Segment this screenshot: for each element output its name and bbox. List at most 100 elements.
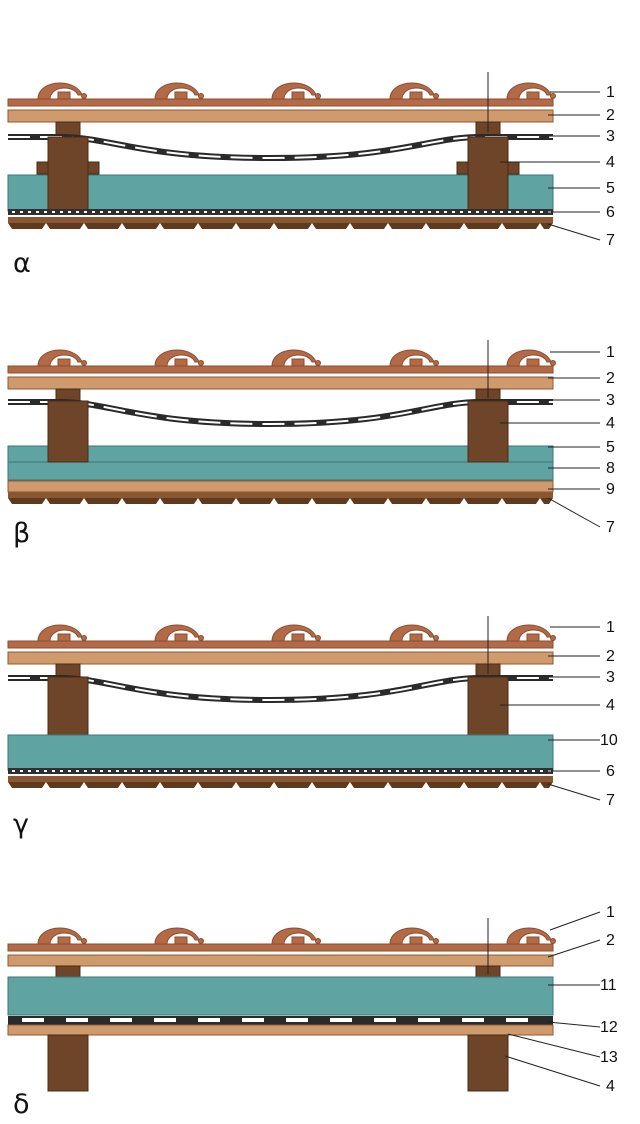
callout-label: 7 [606, 792, 615, 809]
ceiling-board [502, 782, 540, 788]
callout-label: 3 [606, 669, 615, 686]
roof-tiles [7, 624, 556, 649]
leader-line [549, 911, 601, 931]
panel-letter: γ [13, 809, 29, 840]
vapour-dot [196, 770, 199, 772]
ceiling-boards [8, 217, 553, 229]
tile-tip [81, 938, 87, 944]
vapour-dot [132, 770, 135, 772]
tile-lug [174, 358, 188, 367]
tile-lug [57, 358, 71, 367]
tile-tip [433, 938, 439, 944]
vapour-dot [524, 211, 527, 213]
callout-label: 7 [606, 519, 615, 536]
tile-tip [198, 93, 204, 99]
panel-letter: α [13, 248, 31, 279]
rafter-right [467, 676, 509, 736]
ceiling-board [426, 782, 464, 788]
tile-lug [291, 633, 305, 642]
vapour-dot [300, 211, 303, 213]
tile-tip [315, 93, 321, 99]
counter-batten-left [55, 121, 81, 137]
vapour-dot [148, 770, 151, 772]
callout-label: 5 [606, 180, 615, 197]
tile-lug [409, 936, 423, 945]
rafter-left [47, 1034, 89, 1092]
tile-tip [550, 938, 556, 944]
vapour-dot [180, 211, 183, 213]
vapour-dot [108, 770, 111, 772]
membrane-dash [374, 1018, 396, 1022]
vapour-dot [460, 211, 463, 213]
vapour-dot [484, 211, 487, 213]
membrane-dash [242, 1018, 264, 1022]
vapour-dot [452, 770, 455, 772]
tile-tip [81, 93, 87, 99]
ceiling-board [312, 223, 350, 229]
vapour-dot [516, 211, 519, 213]
vapour-dot [252, 211, 255, 213]
vapour-dot [316, 211, 319, 213]
membrane-dash [198, 1018, 220, 1022]
membrane-dash [418, 1018, 440, 1022]
vapour-dot [220, 211, 223, 213]
vapour-dot [324, 770, 327, 772]
vapour-dot [260, 211, 263, 213]
vapour-dot [124, 770, 127, 772]
tile-curl [506, 349, 552, 367]
callout-label: 4 [606, 1078, 615, 1095]
vapour-dot [284, 770, 287, 772]
membrane-dash [66, 1018, 88, 1022]
callout-label: 11 [600, 977, 617, 994]
tile-lug [291, 91, 305, 100]
vapour-dot [212, 770, 215, 772]
vapour-dot [436, 770, 439, 772]
tile-lug [409, 633, 423, 642]
tile-tip [433, 635, 439, 641]
vapour-dot [92, 211, 95, 213]
vapour-dot [364, 770, 367, 772]
vapour-dot [276, 770, 279, 772]
tile-curl [389, 624, 435, 642]
rafter-cleat-left-a [36, 161, 49, 175]
ceiling-board [464, 498, 502, 504]
panel-letter: β [13, 518, 30, 549]
callout-label: 6 [606, 204, 615, 221]
ceiling-top [8, 217, 553, 223]
insulation-layer-lower [7, 461, 554, 481]
vapour-dot [260, 770, 263, 772]
vapour-dot [388, 211, 391, 213]
vapour-dot [220, 770, 223, 772]
ceiling-board [8, 498, 46, 504]
membrane-dash [110, 1018, 132, 1022]
inner-board [7, 1024, 554, 1036]
vapour-dot [204, 211, 207, 213]
callout-label: 5 [606, 439, 615, 456]
tile-tip [315, 938, 321, 944]
vapour-dot [100, 770, 103, 772]
vapour-dot [476, 211, 479, 213]
ceiling-board [160, 223, 198, 229]
tile-batten [7, 651, 554, 665]
vapour-dot [308, 211, 311, 213]
vapour-dot [68, 211, 71, 213]
vapour-dot [420, 211, 423, 213]
ceiling-board [540, 223, 553, 229]
vapour-strip [8, 209, 553, 215]
rafter-right [467, 136, 509, 213]
tile-lug [291, 936, 305, 945]
vapour-dot [44, 770, 47, 772]
ceiling-board [122, 223, 160, 229]
rafter-left [47, 136, 89, 213]
panel-c: γ 1 2 3 4 10 6 7 [7, 616, 618, 840]
callout-label: 1 [606, 84, 615, 101]
vapour-dot [396, 770, 399, 772]
vapour-dot [188, 770, 191, 772]
vapour-dot [276, 211, 279, 213]
ceiling-board [46, 782, 84, 788]
underlay-membrane-dashes [8, 401, 553, 426]
vapour-dot [500, 770, 503, 772]
vapour-barrier [8, 768, 553, 774]
callout-label: 1 [606, 904, 615, 921]
